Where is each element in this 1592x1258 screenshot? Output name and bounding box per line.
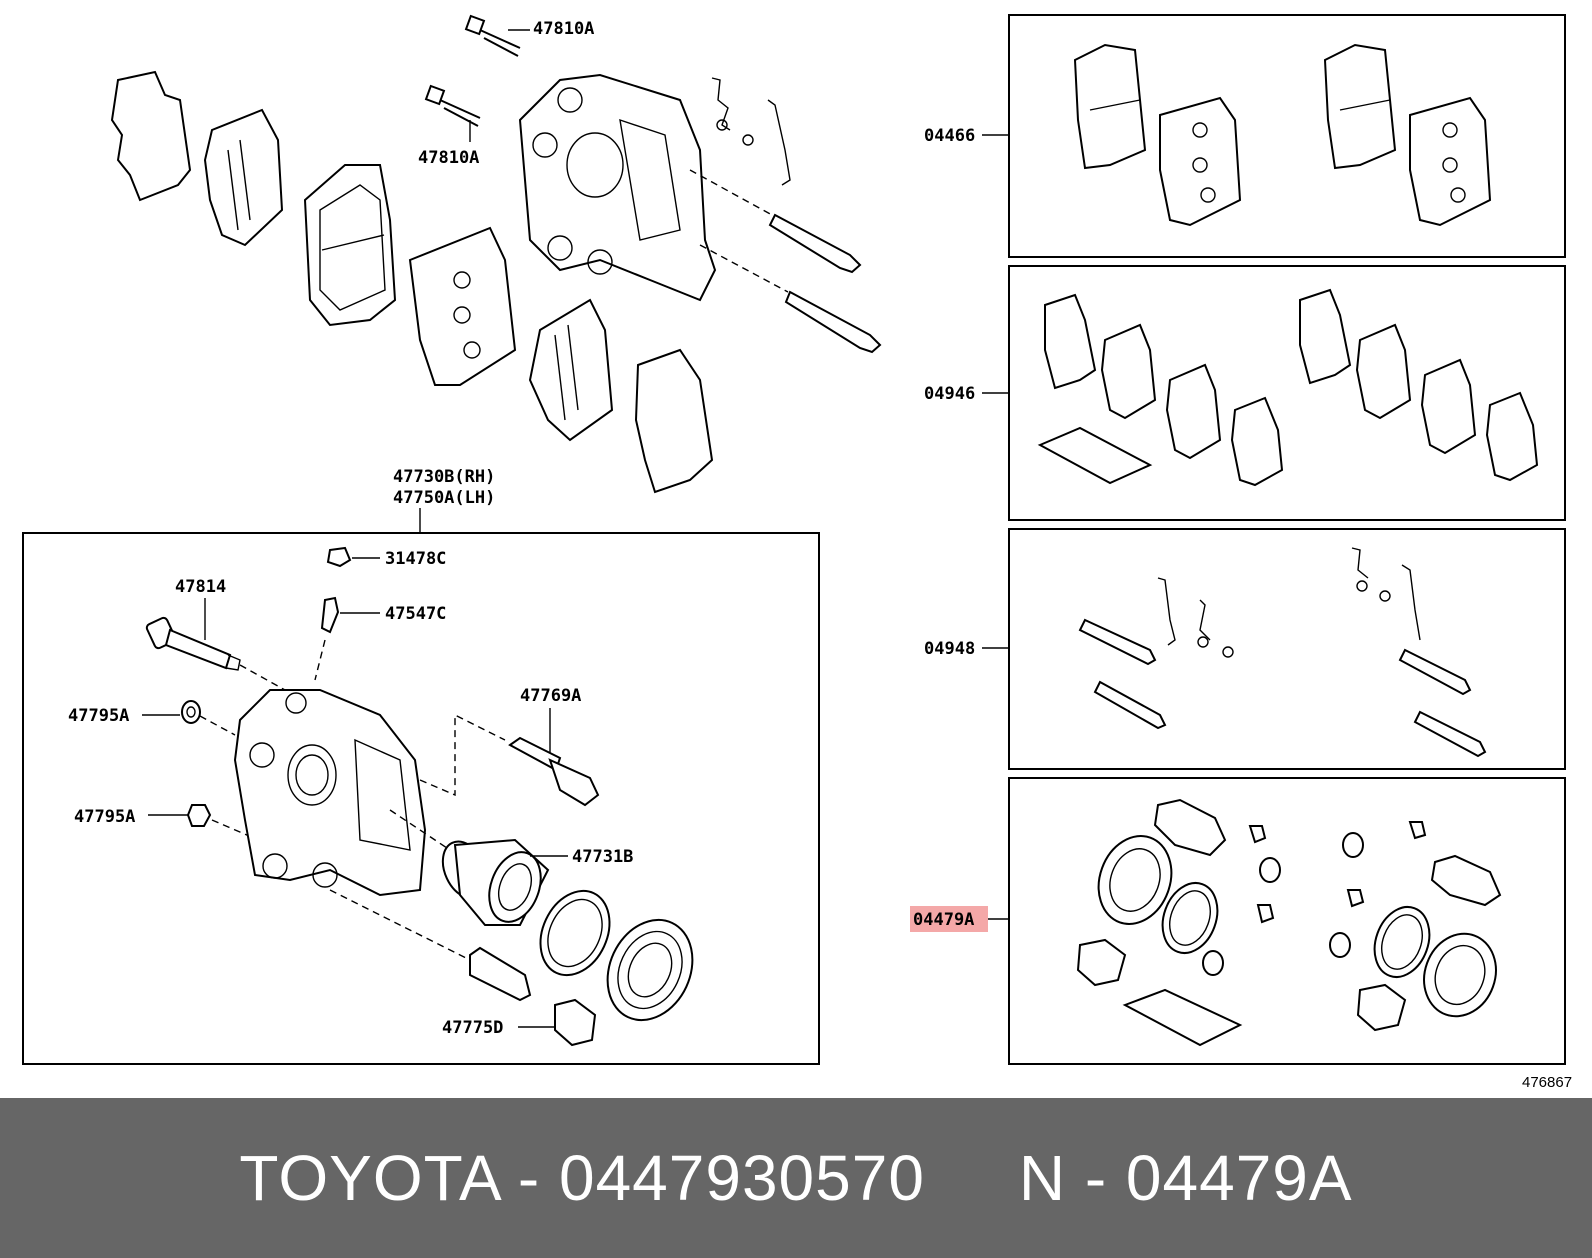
kit-frame (1008, 528, 1566, 770)
kit-frame (1008, 777, 1566, 1065)
guide-pin-icon (1413, 710, 1487, 758)
grease-packet-icon (1037, 426, 1153, 485)
shim-slotted-icon (1420, 358, 1477, 455)
slide-pin-bolt-icon (145, 616, 241, 671)
footer-banner: TOYOTA - 0447930570 N - 04479A (0, 1098, 1592, 1258)
bleeder-cap-icon (1408, 821, 1427, 840)
highlight-04479a (910, 906, 988, 932)
label-47730b-rh: 47730B(RH) (393, 467, 495, 487)
shim-plate-icon (1230, 396, 1284, 487)
bushing-icon (554, 998, 597, 1047)
parts-diagram: 47810A 47810A 47730B(RH) 47750A(LH) 3147… (22, 14, 1572, 1091)
spring-clip-icon (767, 99, 791, 186)
label-31478c: 31478C (385, 549, 446, 569)
pin-boot-icon (1430, 854, 1502, 907)
shim-plate-icon (110, 70, 192, 202)
label-47795a: 47795A (68, 706, 129, 726)
shim-slotted-icon (1165, 363, 1222, 460)
washer-icon (1202, 950, 1224, 976)
kit-04946: 04946 (924, 265, 1566, 521)
guide-pin-icon (1398, 648, 1472, 696)
label-47731b: 47731B (572, 847, 633, 867)
top-exploded-view: 47810A 47810A (110, 14, 882, 494)
label-47547c: 47547C (385, 604, 446, 624)
label-47795a: 47795A (74, 807, 135, 827)
pin-boot-icon (1153, 798, 1227, 857)
bushing-icon (1076, 938, 1127, 987)
kit-frame (1008, 265, 1566, 521)
washer-icon (1259, 857, 1281, 883)
bolt-icon (464, 14, 521, 57)
seal-ring-icon (539, 889, 611, 977)
shim-slotted-icon (1355, 323, 1412, 420)
caliper-assembly-box: 47730B(RH) 47750A(LH) 31478C 47547C 4781… (22, 467, 820, 1065)
seal-ring-icon (1373, 906, 1431, 978)
label-47775d: 47775D (442, 1018, 503, 1038)
kit-04948: 04948 (924, 528, 1566, 770)
spring-clip-icon (1199, 599, 1211, 641)
dust-boot-icon (606, 918, 694, 1022)
bleeder-cap-icon (326, 546, 352, 568)
spring-clip-icon (1157, 577, 1176, 646)
bushing-icon (1356, 983, 1407, 1032)
seal-ring-icon (1161, 882, 1219, 954)
shim-slotted-icon (203, 108, 284, 247)
shim-plate-icon (1485, 391, 1539, 482)
spring-clip-icon (1401, 564, 1421, 641)
caliper-bracket-icon (518, 73, 717, 302)
label-47750a-lh: 47750A(LH) (393, 488, 495, 508)
drawing-code: 476867 (1522, 1074, 1572, 1091)
bolt-icon (424, 84, 481, 127)
dust-boot-icon (1097, 835, 1173, 925)
guide-pin-icon (1078, 618, 1157, 666)
footer-part-number: TOYOTA - 0447930570 N - 04479A (239, 1142, 1353, 1214)
caliper-frame (22, 532, 820, 1065)
spring-clip-icon (711, 77, 731, 131)
dust-boot-icon (1423, 932, 1497, 1018)
shim-plate-icon (634, 348, 714, 494)
nut-icon (186, 804, 212, 827)
guide-pin-icon (1093, 680, 1167, 730)
washer-icon (181, 700, 201, 724)
spring-clip-icon (1351, 547, 1369, 579)
shim-slotted-icon (1100, 323, 1157, 420)
bleeder-cap-icon (1248, 825, 1267, 844)
label-47810a: 47810A (533, 19, 594, 39)
label-47810a: 47810A (418, 148, 479, 168)
washer-icon (1342, 832, 1364, 858)
label-04948: 04948 (924, 639, 975, 659)
piston-icon (441, 838, 550, 926)
washer-icon (1329, 932, 1351, 958)
label-47814: 47814 (175, 577, 226, 597)
shim-plate-icon (1299, 288, 1352, 385)
label-04466: 04466 (924, 126, 975, 146)
guide-pin-icon (768, 213, 862, 274)
label-04479a: 04479A (913, 910, 974, 930)
pad-backing-icon (1159, 96, 1242, 227)
kit-04466: 04466 (924, 14, 1566, 258)
nut-icon (1346, 889, 1365, 908)
label-47769a: 47769A (520, 686, 581, 706)
bleeder-screw-icon (320, 596, 340, 634)
bleeder-cap-icon (1256, 904, 1275, 924)
pin-boot-icon (508, 736, 600, 807)
grease-packet-icon (1122, 988, 1243, 1047)
kit-04479a: 04479A (910, 777, 1566, 1065)
brake-pad-icon (303, 164, 397, 327)
pad-backing-icon (1409, 96, 1492, 227)
label-04946: 04946 (924, 384, 975, 404)
kit-frame (1008, 14, 1566, 258)
sleeve-icon (469, 946, 532, 1002)
shim-plate-icon (1044, 293, 1097, 390)
shim-slotted-icon (528, 298, 614, 442)
guide-pin-icon (784, 290, 882, 354)
